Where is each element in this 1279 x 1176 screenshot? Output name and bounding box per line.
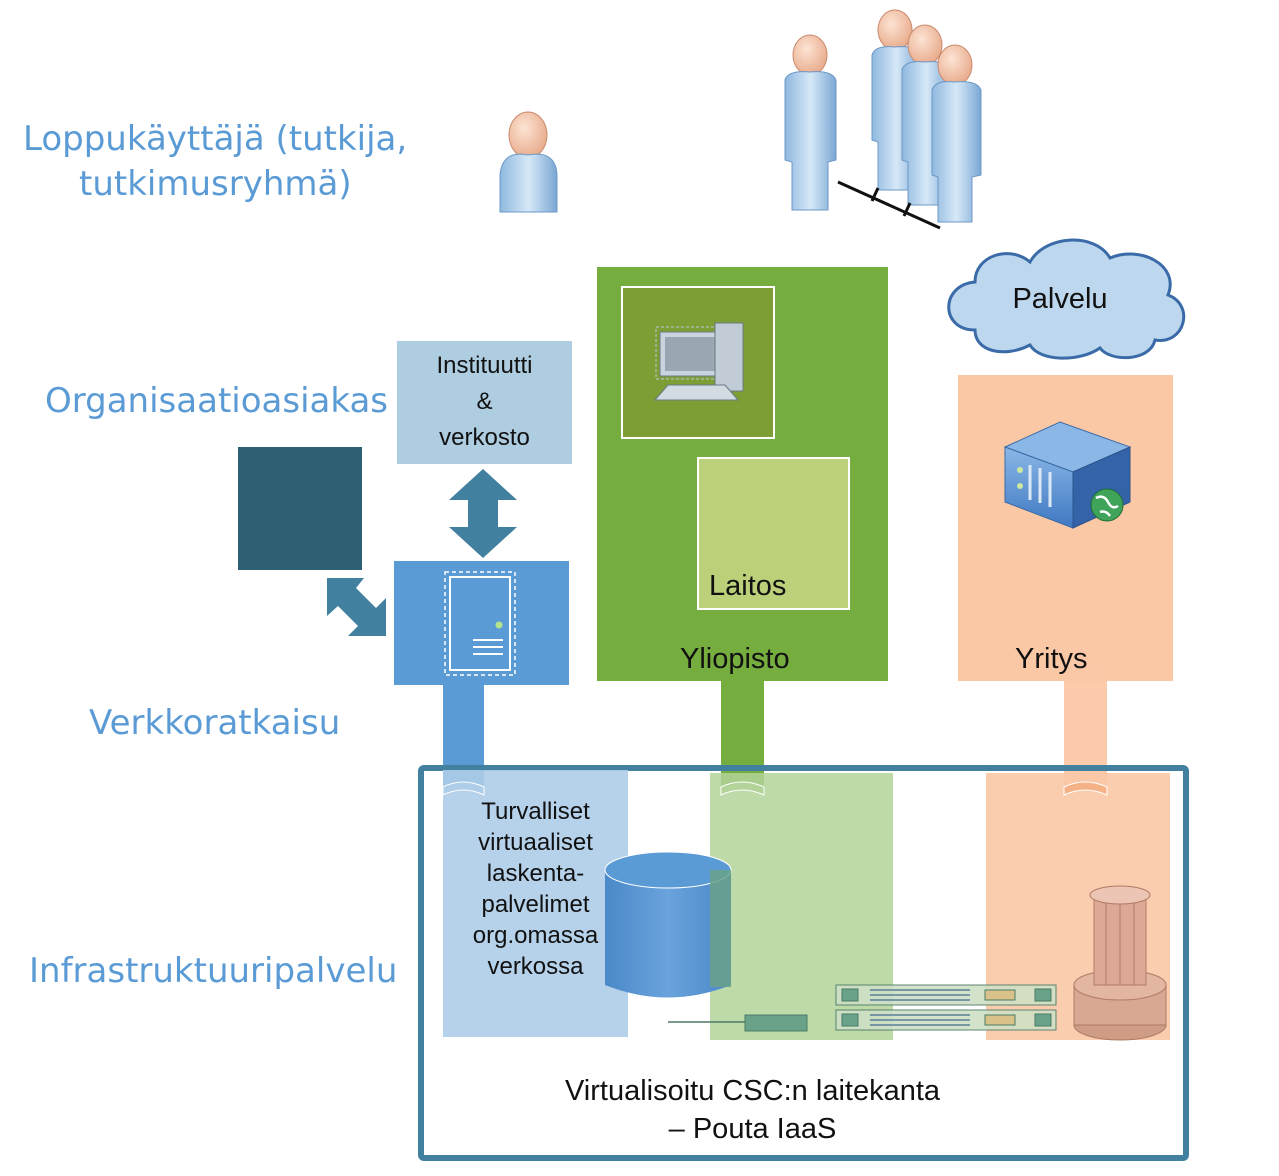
computer-icon — [653, 322, 744, 401]
double-arrow-vertical-icon — [449, 469, 517, 558]
storage-cylinder-icon — [604, 851, 732, 998]
secure-servers-line: virtuaaliset — [478, 829, 593, 856]
virtualized-line2: – Pouta IaaS — [668, 1113, 837, 1145]
virtualized-line1: Virtualisoitu CSC:n laitekanta — [564, 1075, 941, 1107]
end-user-label-line2: tutkimusryhmä) — [79, 164, 352, 204]
virtualized-infra-text: Virtualisoitu CSC:n laitekanta – Pouta I… — [430, 1072, 1075, 1148]
organization-label: Organisaatioasiakas — [45, 381, 388, 421]
secure-servers-line: org.omassa — [472, 922, 599, 949]
rack-unit-icons — [668, 984, 1057, 1032]
cloud-shape — [947, 238, 1186, 360]
department-label: Laitos — [709, 570, 787, 602]
secure-servers-line: laskenta- — [486, 860, 585, 887]
institute-line1: Instituutti — [436, 352, 533, 379]
storage-pillar-icon — [1073, 885, 1167, 1041]
rack-server-icon — [1003, 421, 1132, 529]
institute-box: Instituutti & verkosto — [397, 348, 572, 456]
company-label: Yritys — [1015, 643, 1088, 675]
secure-servers-line: palvelimet — [481, 891, 590, 918]
network-label: Verkkoratkaisu — [89, 703, 341, 743]
single-user-icon — [499, 111, 558, 213]
double-arrow-diagonal-icon — [327, 578, 386, 636]
secure-servers-line: verkossa — [487, 953, 584, 980]
service-cloud-label: Palvelu — [1012, 283, 1108, 315]
infrastructure-label: Infrastruktuuripalvelu — [29, 951, 398, 991]
user-group-icon — [784, 9, 982, 230]
university-label: Yliopisto — [680, 643, 790, 675]
end-user-label-line1: Loppukäyttäjä (tutkija, — [23, 119, 408, 159]
institute-line3: verkosto — [439, 424, 530, 451]
secure-servers-line: Turvalliset — [481, 798, 590, 825]
secure-servers-text: Turvalliset virtuaaliset laskenta-palvelim… — [443, 796, 628, 982]
dark-square-box — [238, 447, 362, 570]
institute-line2: & — [476, 388, 493, 415]
